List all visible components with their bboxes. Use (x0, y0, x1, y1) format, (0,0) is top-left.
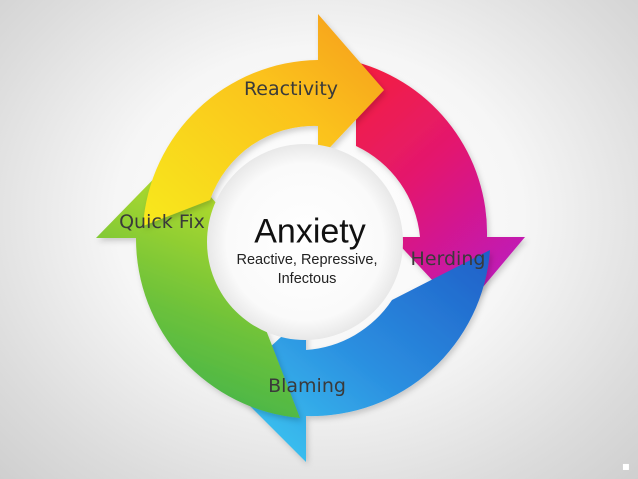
center-hole (207, 144, 403, 340)
stage-label-quick-fix: Quick Fix (119, 211, 205, 233)
herding-segment (356, 62, 525, 312)
reactivity-segment (143, 14, 384, 226)
center-title: Anxiety (254, 212, 366, 251)
stage-label-blaming: Blaming (268, 375, 346, 397)
corner-mark: ▪ (621, 459, 630, 473)
center-subtitle: Reactive, Repressive, Infectous (236, 252, 378, 287)
stage-label-reactivity: Reactivity (243, 78, 339, 100)
stage-label-herding: Herding (410, 248, 486, 270)
